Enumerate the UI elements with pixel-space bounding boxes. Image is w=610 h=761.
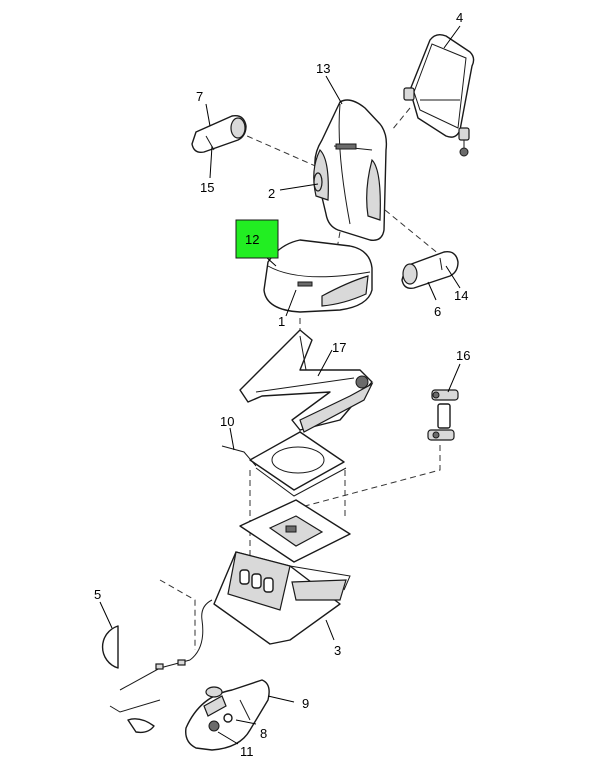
suspension-top-plate[interactable] — [239, 499, 351, 563]
left-armrest[interactable] — [191, 115, 247, 154]
callout-17[interactable]: 17 — [332, 340, 346, 355]
callout-12[interactable]: 12 — [245, 232, 259, 247]
cable-harness[interactable] — [109, 599, 213, 734]
callout-14[interactable]: 14 — [454, 288, 468, 303]
callout-5[interactable]: 5 — [94, 587, 101, 602]
callout-13[interactable]: 13 — [316, 61, 330, 76]
pivot-pins[interactable] — [427, 389, 459, 441]
callout-8[interactable]: 8 — [260, 726, 267, 741]
callout-7[interactable]: 7 — [196, 89, 203, 104]
suspension-base[interactable] — [213, 551, 351, 645]
callout-9[interactable]: 9 — [302, 696, 309, 711]
callout-4[interactable]: 4 — [456, 10, 463, 25]
callout-16[interactable]: 16 — [456, 348, 470, 363]
callouts: 4 13 7 15 2 12 1 14 6 17 16 10 5 3 9 8 1… — [94, 10, 470, 759]
seat-cushion[interactable] — [263, 239, 373, 313]
callout-12-highlight[interactable] — [235, 219, 279, 259]
callout-10[interactable]: 10 — [220, 414, 234, 429]
callout-1[interactable]: 1 — [278, 314, 285, 329]
callout-3[interactable]: 3 — [334, 643, 341, 658]
right-armrest[interactable] — [401, 251, 459, 290]
callout-15[interactable]: 15 — [200, 180, 214, 195]
side-control-panel[interactable] — [185, 679, 270, 751]
seat-frame[interactable] — [239, 329, 374, 433]
callout-11[interactable]: 11 — [240, 744, 254, 759]
callout-2[interactable]: 2 — [268, 186, 275, 201]
seat-back[interactable] — [313, 99, 388, 241]
callout-6[interactable]: 6 — [434, 304, 441, 319]
swivel-plate[interactable] — [221, 431, 347, 497]
cover-disc[interactable] — [101, 625, 119, 669]
headrest-frame[interactable] — [403, 33, 475, 157]
